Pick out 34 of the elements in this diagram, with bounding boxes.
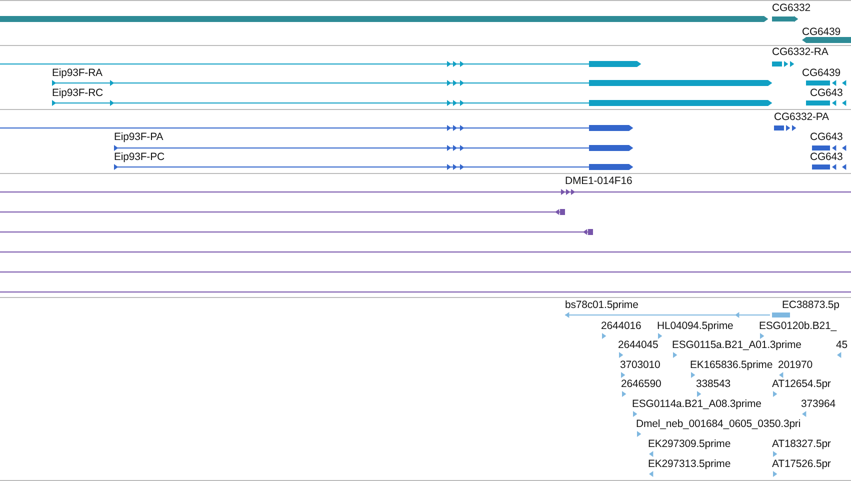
feature-label: Eip93F-RC <box>52 87 104 99</box>
feature-label: AT12654.5pr <box>772 378 831 390</box>
feature-label: bs78c01.5prime <box>565 299 638 311</box>
feature-label: HL04094.5prime <box>657 320 734 332</box>
feature-label: CG6332-RA <box>772 46 828 58</box>
feature-label: EK297313.5prime <box>648 458 731 470</box>
feature-label: ESG0120b.B21_ <box>759 320 837 332</box>
feature-label: CG6332 <box>772 2 811 14</box>
feature-label: CG643 <box>810 87 843 99</box>
feature-label: CG6332-PA <box>774 111 829 123</box>
feature-label: EK165836.5prime <box>690 359 773 371</box>
feature-label: EC38873.5p <box>782 299 840 311</box>
feature-label: DME1-014F16 <box>565 175 632 187</box>
feature-label: ESG0114a.B21_A08.3prime <box>632 398 762 410</box>
feature-label: 2646590 <box>621 378 662 390</box>
feature-label: 3703010 <box>620 359 660 371</box>
feature-label: CG6439 <box>802 26 841 38</box>
feature-label: 201970 <box>778 359 812 371</box>
feature-label: 338543 <box>696 378 730 390</box>
feature-label: CG6439 <box>802 67 841 79</box>
feature-label: Eip93F-RA <box>52 67 102 79</box>
feature-label: ESG0115a.B21_A01.3prime <box>672 339 802 351</box>
feature-label: 373964 <box>801 398 836 410</box>
feature-label: 45 <box>836 339 848 351</box>
feature-label: Dmel_neb_001684_0605_0350.3pri <box>636 418 801 430</box>
feature-label: EK297309.5prime <box>648 438 731 450</box>
feature-label: 2644016 <box>601 320 642 332</box>
feature-label: AT18327.5pr <box>772 438 831 450</box>
feature-label: Eip93F-PA <box>114 131 164 143</box>
feature-label: AT17526.5pr <box>772 458 831 470</box>
feature-label: CG643 <box>810 151 843 163</box>
feature-label: Eip93F-PC <box>114 151 164 163</box>
feature-label: CG643 <box>810 131 843 143</box>
feature-label: 2644045 <box>618 339 658 351</box>
